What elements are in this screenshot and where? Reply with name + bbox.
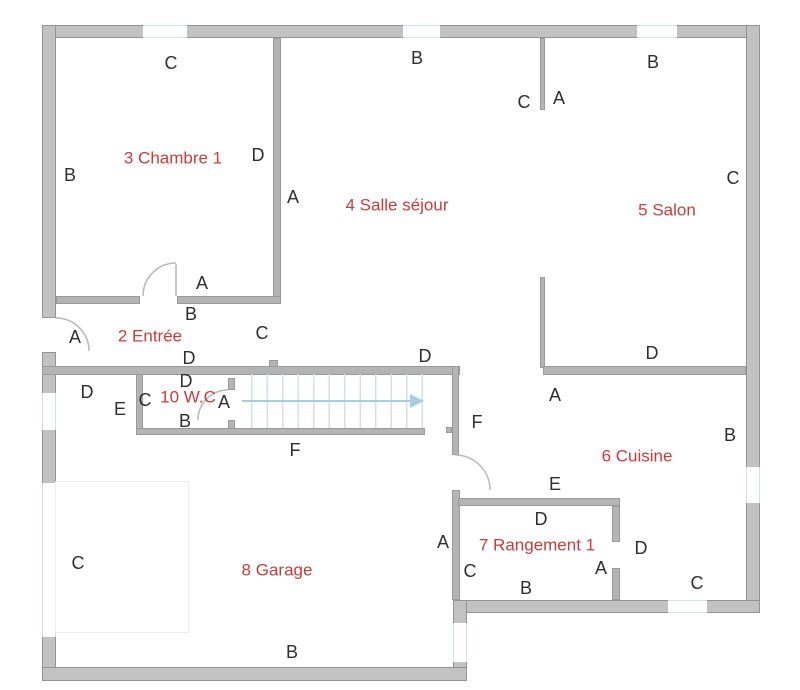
wall-label: F [289, 440, 301, 460]
window-top-right [637, 25, 677, 38]
wall-label: E [113, 399, 127, 419]
door-arc-entree [55, 317, 90, 352]
window-left [42, 393, 56, 430]
room-label-garage: 8 Garage [241, 560, 313, 580]
wall-label: C [517, 92, 531, 112]
garage-floor-outline [55, 481, 189, 633]
window-connector [453, 623, 467, 662]
room-label-salle-sejour: 4 Salle séjour [345, 195, 449, 215]
window-top-middle [403, 25, 440, 38]
stairs-direction-arrow [242, 400, 410, 402]
wall-label: F [471, 412, 483, 432]
wall-label: D [645, 343, 659, 363]
wall-label: B [285, 642, 299, 662]
window-top-left [143, 25, 187, 38]
wall-cuisine-top [543, 366, 746, 375]
door-arc-chambre [142, 262, 177, 297]
room-label-chambre1: 3 Chambre 1 [123, 148, 223, 168]
wall-rangement-right-upper [612, 506, 620, 542]
wall-label: A [68, 327, 82, 347]
window-right [746, 467, 760, 503]
window-bottom [668, 600, 707, 613]
room-label-wc: 10 W.C [160, 387, 216, 407]
wall-wc-divider-top [228, 378, 235, 390]
wall-nub-stair [446, 427, 452, 433]
wall-outer-left-upper [42, 25, 56, 318]
wall-label: D [182, 348, 196, 368]
wall-label: D [418, 346, 432, 366]
wall-label: A [436, 532, 450, 552]
wall-label: E [548, 474, 562, 494]
wall-label: C [463, 561, 477, 581]
wall-label: A [552, 88, 566, 108]
stairs-direction-arrow-head [410, 394, 424, 408]
wall-sejour-salon-upper [540, 38, 545, 110]
wall-label: D [534, 509, 548, 529]
wall-label: B [723, 425, 737, 445]
wall-stair-bottom [136, 428, 425, 435]
wall-label: D [251, 145, 265, 165]
wall-rangement-right-lower [612, 568, 620, 600]
wall-label: C [164, 53, 178, 73]
room-label-salon: 5 Salon [638, 200, 696, 220]
wall-label: B [410, 48, 424, 68]
wall-label: B [646, 52, 660, 72]
wall-label: A [594, 558, 608, 578]
wall-chambre-bottom-right [177, 296, 281, 304]
wall-stub-hall [269, 360, 278, 367]
wall-wc-divider-bottom [228, 420, 235, 429]
wall-label: B [519, 578, 533, 598]
wall-garage-bottom [42, 667, 467, 681]
wall-label: C [726, 168, 740, 188]
wall-label: D [179, 371, 193, 391]
room-label-rangement1: 7 Rangement 1 [478, 535, 596, 555]
wall-rangement-left [452, 490, 460, 600]
room-label-entree: 2 Entrée [117, 326, 183, 346]
wall-label: B [63, 165, 77, 185]
wall-label: D [80, 382, 94, 402]
wall-label: A [195, 273, 209, 293]
wall-chambre-bottom-left [56, 296, 140, 304]
door-arc-hall-garage [454, 454, 491, 491]
wall-label: C [138, 390, 152, 410]
wall-label: C [255, 323, 269, 343]
wall-label: A [286, 187, 300, 207]
wall-label: A [217, 392, 231, 412]
wall-label: C [690, 573, 704, 593]
wall-sejour-salon-lower [540, 277, 545, 368]
wall-label: C [71, 553, 85, 573]
wall-rangement-top [458, 498, 620, 506]
room-label-cuisine: 6 Cuisine [601, 446, 673, 466]
wall-label: B [184, 304, 198, 324]
wall-label: B [178, 411, 192, 431]
door-arc-wc [197, 389, 229, 421]
wall-label: D [634, 538, 648, 558]
wall-label: A [548, 385, 562, 405]
